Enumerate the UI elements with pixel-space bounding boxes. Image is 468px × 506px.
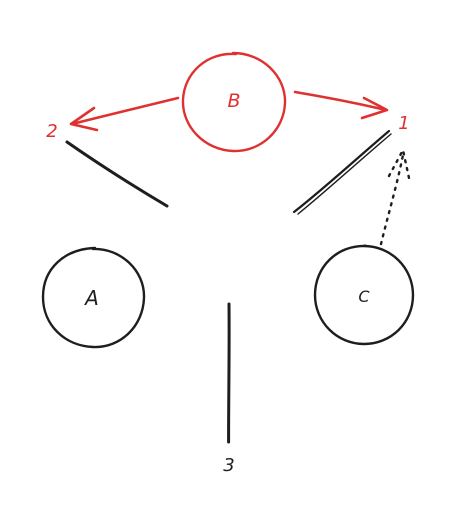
node-b-label: B [227, 90, 240, 112]
node-a[interactable]: A [41, 246, 146, 349]
line-to-3 [227, 302, 231, 444]
line-to-1-second-stroke [297, 133, 392, 215]
node-b-circle [181, 51, 287, 153]
node-c[interactable]: C [313, 244, 415, 346]
dotted-arrow-head [387, 148, 411, 180]
arrow-b-to-2-head [69, 106, 99, 132]
node-a-circle [41, 246, 146, 349]
arrow-b-to-1 [293, 90, 389, 120]
node-c-circle [313, 244, 415, 346]
arrow-b-to-2 [69, 96, 180, 132]
junction-lines [65, 129, 392, 444]
line-to-2 [65, 140, 169, 208]
node-c-label: C [358, 287, 370, 306]
arrow-b-to-2-shaft [70, 96, 180, 126]
endpoint-label-1: 1 [398, 113, 409, 134]
arrow-b-to-1-shaft [293, 90, 388, 112]
endpoint-label-2: 2 [46, 121, 57, 142]
dotted-arrow-c-to-1 [379, 148, 411, 246]
node-b[interactable]: B [181, 51, 287, 153]
node-a-label: A [83, 286, 99, 310]
arrow-b-to-1-head [360, 96, 389, 120]
endpoint-label-3: 3 [223, 455, 234, 476]
dotted-arrow-shaft [379, 153, 405, 246]
line-to-1 [292, 129, 391, 214]
